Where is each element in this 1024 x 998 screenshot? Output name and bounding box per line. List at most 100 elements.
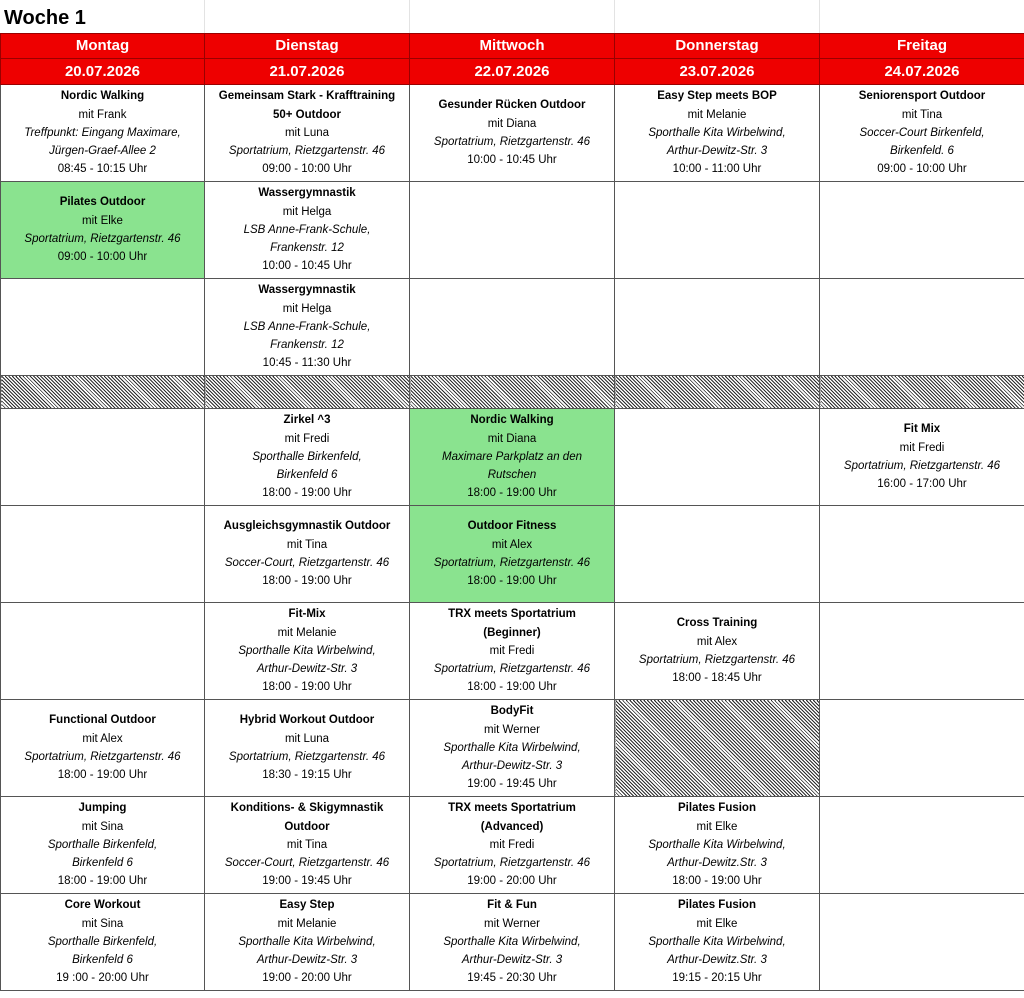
course-name: Wassergymnastik <box>258 284 356 297</box>
course-location: Sportatrium, Rietzgartenstr. 46 <box>433 663 591 676</box>
course-location: Sportatrium, Rietzgartenstr. 46 <box>638 654 796 666</box>
course-trainer: mit Tina <box>286 838 328 851</box>
course-trainer: mit Fredi <box>489 644 535 657</box>
course-time: 19 :00 - 20:00 Uhr <box>56 972 149 985</box>
course-name-cont: Outdoor <box>284 820 330 833</box>
course-trainer: mit Werner <box>483 917 541 930</box>
course-name: Jumping <box>78 802 127 815</box>
separator-cell <box>0 375 205 409</box>
day-date-row: 20.07.2026 21.07.2026 22.07.2026 23.07.2… <box>0 58 1024 85</box>
course-location-cont: Birkenfeld 6 <box>276 469 338 482</box>
empty-cell <box>819 181 1024 279</box>
course-time: 10:00 - 10:45 Uhr <box>262 260 352 273</box>
course-location-cont: Birkenfeld 6 <box>72 954 133 967</box>
course-location-cont: Birkenfeld 6 <box>72 857 133 870</box>
course-name: Gemeinsam Stark - Krafftraining <box>218 90 396 103</box>
course-location: Sporthalle Birkenfeld, <box>252 450 362 463</box>
course-time: 18:00 - 19:00 Uhr <box>262 681 352 694</box>
gridline <box>409 0 410 33</box>
empty-cell <box>0 505 205 603</box>
course-location: Sporthalle Kita Wirbelwind, <box>238 935 376 948</box>
course-trainer: mit Luna <box>284 732 330 745</box>
course-time: 10:00 - 10:45 Uhr <box>467 154 557 167</box>
day-date-montag: 20.07.2026 <box>0 58 205 85</box>
course-cell-mittwoch: TRX meets Sportatrium(Beginner)mit Fredi… <box>409 602 615 700</box>
course-location-cont: Frankenstr. 12 <box>270 339 344 352</box>
course-location: Sporthalle Kita Wirbelwind, <box>648 935 786 948</box>
schedule-table: Montag Dienstag Mittwoch Donnerstag Frei… <box>0 33 1024 991</box>
course-time: 19:00 - 20:00 Uhr <box>467 875 557 888</box>
course-time: 18:00 - 19:00 Uhr <box>467 575 557 588</box>
course-location: Sporthalle Kita Wirbelwind, <box>443 741 581 754</box>
course-location: Sportatrium, Rietzgartenstr. 46 <box>843 460 1001 472</box>
course-time: 18:00 - 19:00 Uhr <box>262 575 352 588</box>
course-time: 09:00 - 10:00 Uhr <box>57 251 148 264</box>
course-trainer: mit Tina <box>286 538 328 551</box>
course-location: Sporthalle Kita Wirbelwind, <box>443 935 581 948</box>
gridline <box>204 0 205 33</box>
course-name: BodyFit <box>490 705 534 718</box>
empty-cell <box>0 278 205 376</box>
course-location: Sportatrium, Rietzgartenstr. 46 <box>433 557 591 569</box>
course-location: Sporthalle Kita Wirbelwind, <box>648 838 786 851</box>
course-location: LSB Anne-Frank-Schule, <box>243 223 371 236</box>
course-time: 18:30 - 19:15 Uhr <box>262 769 352 782</box>
empty-cell <box>819 278 1024 376</box>
empty-cell <box>614 505 820 603</box>
course-location-cont: Arthur-Dewitz-Str. 3 <box>256 954 358 967</box>
course-trainer: mit Sina <box>81 917 124 930</box>
course-name-cont: (Beginner) <box>483 626 541 639</box>
course-location-cont: Birkenfeld. 6 <box>890 145 954 158</box>
gridline <box>614 0 615 33</box>
course-name-cont: (Advanced) <box>480 820 544 833</box>
course-location: Maximare Parkplatz an den <box>442 450 582 463</box>
course-name: Pilates Fusion <box>678 899 756 912</box>
course-trainer: mit Sina <box>81 820 124 833</box>
separator-cell <box>819 375 1024 409</box>
course-location: LSB Anne-Frank-Schule, <box>243 320 371 333</box>
empty-cell <box>614 408 820 506</box>
day-header-montag: Montag <box>0 33 205 59</box>
empty-cell <box>614 181 820 279</box>
course-location-cont: Arthur-Dewitz-Str. 3 <box>256 663 358 676</box>
course-trainer: mit Melanie <box>277 626 337 639</box>
course-time: 19:00 - 19:45 Uhr <box>262 875 352 888</box>
course-time: 09:00 - 10:00 Uhr <box>262 163 352 176</box>
course-name: Gesunder Rücken Outdoor <box>438 99 586 112</box>
course-name: Cross Training <box>676 617 758 630</box>
course-location: Soccer-Court, Rietzgartenstr. 46 <box>224 557 390 569</box>
separator-cell <box>409 375 615 409</box>
day-name-row: Montag Dienstag Mittwoch Donnerstag Frei… <box>0 33 1024 59</box>
course-trainer: mit Melanie <box>277 917 337 930</box>
course-name: Easy Step meets BOP <box>657 90 777 103</box>
course-name: Seniorensport Outdoor <box>858 90 986 103</box>
day-date-mittwoch: 22.07.2026 <box>409 58 615 85</box>
course-time: 18:00 - 19:00 Uhr <box>262 487 352 500</box>
course-name: Nordic Walking <box>470 414 554 427</box>
day-header-donnerstag: Donnerstag <box>614 33 820 59</box>
empty-cell <box>614 278 820 376</box>
course-time: 19:45 - 20:30 Uhr <box>467 972 557 985</box>
course-trainer: mit Helga <box>282 302 332 315</box>
course-name: Ausgleichsgymnastik Outdoor <box>223 520 391 533</box>
course-location: Sporthalle Kita Wirbelwind, <box>648 126 786 139</box>
course-location: Sportatrium, Rietzgartenstr. 46 <box>24 233 181 245</box>
course-location: Soccer-Court, Rietzgartenstr. 46 <box>224 857 390 870</box>
course-location: Soccer-Court Birkenfeld, <box>859 126 985 139</box>
course-name: Core Workout <box>64 899 141 912</box>
